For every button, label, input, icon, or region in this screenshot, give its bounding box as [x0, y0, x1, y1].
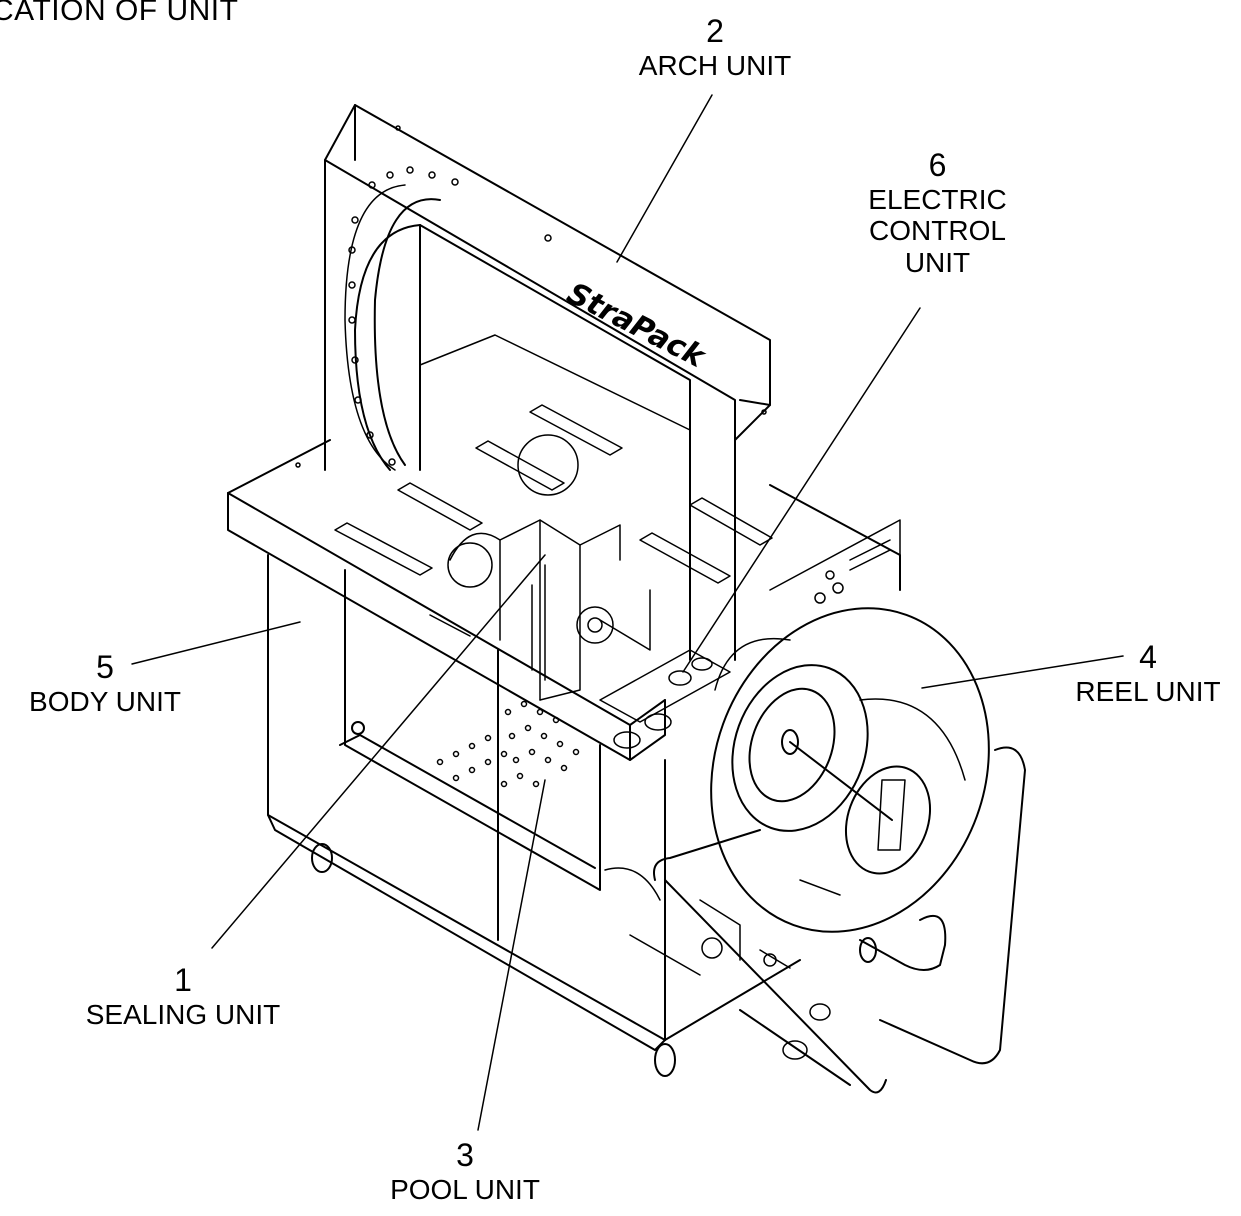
- callout-sealing-unit: 1 SEALING UNIT: [58, 962, 308, 1030]
- leader-lines: [131, 94, 1124, 1131]
- callout-body-unit: 5 BODY UNIT: [10, 649, 200, 717]
- sealing-mechanism: [429, 434, 651, 701]
- body-cabinet: [267, 554, 877, 1077]
- callout-pool-unit: 3 POOL UNIT: [360, 1137, 570, 1205]
- page-title: CATION OF UNIT: [0, 0, 239, 27]
- callout-arch-unit: 2 ARCH UNIT: [605, 13, 825, 81]
- callout-name: BODY UNIT: [29, 685, 181, 717]
- callout-reel-unit: 4 REEL UNIT: [1058, 639, 1238, 707]
- table-slots: [334, 404, 773, 584]
- brand-logo-text: StraPack: [561, 276, 712, 376]
- callout-number: 1: [174, 962, 192, 998]
- arch-frame: [324, 104, 771, 661]
- leader-reel-unit: [921, 655, 1124, 689]
- table-top: [227, 334, 901, 761]
- callout-name: SEALING UNIT: [85, 998, 281, 1030]
- leader-body-unit: [131, 621, 301, 665]
- pool-unit-holes: [436, 700, 580, 788]
- lower-mechanism: [604, 867, 791, 976]
- callout-number: 3: [456, 1137, 474, 1173]
- callout-name: ARCH UNIT: [638, 49, 792, 81]
- control-panel: [599, 519, 901, 749]
- callout-name: POOL UNIT: [390, 1173, 540, 1205]
- reel-unit: [653, 607, 1026, 1094]
- arch-bolts: [295, 125, 767, 468]
- leader-arch-unit: [616, 94, 713, 263]
- callout-number: 6: [928, 147, 947, 183]
- leader-electric-control-unit: [682, 307, 921, 673]
- callout-number: 4: [1139, 639, 1157, 675]
- leader-pool-unit: [477, 779, 546, 1131]
- callout-number: 2: [706, 13, 724, 49]
- leader-sealing-unit: [211, 554, 546, 949]
- callout-name: REEL UNIT: [1075, 675, 1221, 707]
- callout-number: 5: [96, 649, 114, 685]
